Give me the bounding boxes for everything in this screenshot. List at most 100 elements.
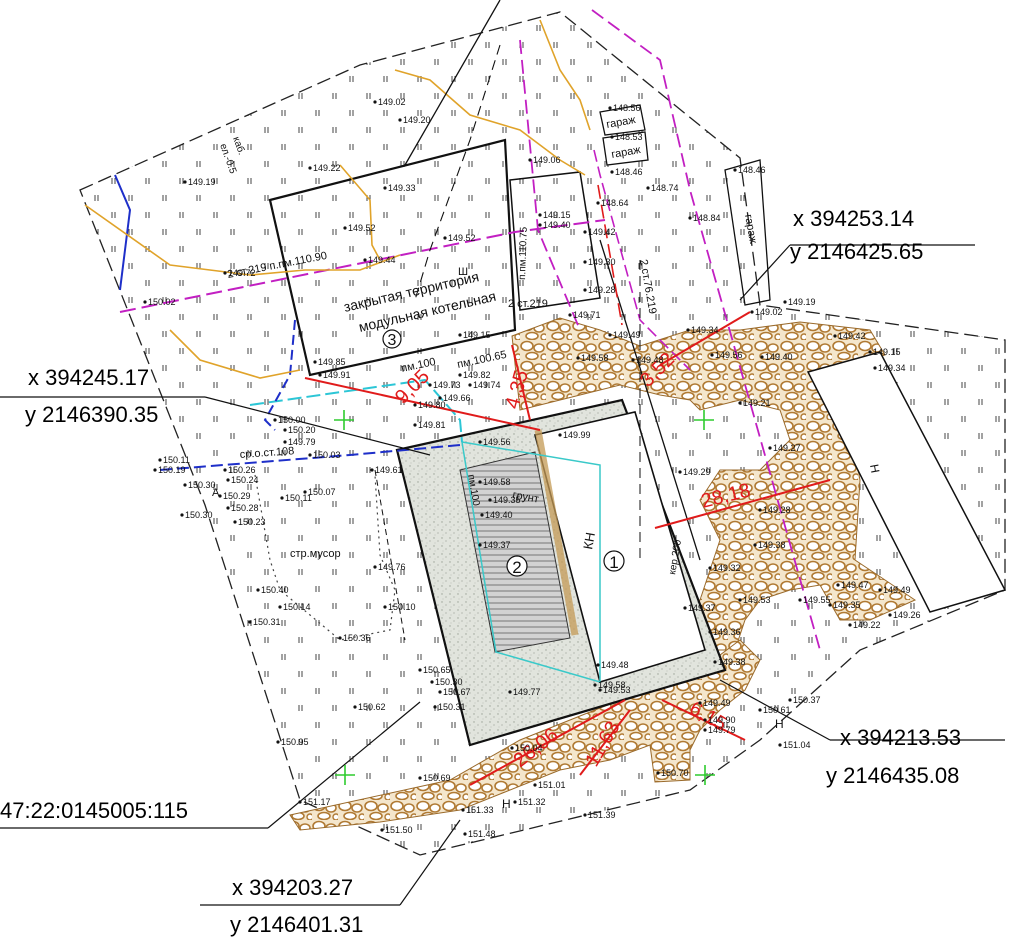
elevation-dot (533, 783, 537, 787)
elevation-dot (318, 373, 322, 377)
elevation-label: 149.15 (873, 347, 901, 357)
elevation-dot (598, 688, 602, 692)
elevation-dot (308, 166, 312, 170)
elevation-dot (708, 566, 712, 570)
elevation-dot (226, 506, 230, 510)
elevation-label: 149.34 (878, 363, 906, 373)
elevation-dot (183, 180, 187, 184)
elevation-dot (413, 403, 417, 407)
elevation-label: 150.00 (278, 415, 306, 425)
elevation-dot (458, 373, 462, 377)
elevation-dot (750, 310, 754, 314)
elevation-label: 149.40 (765, 352, 793, 362)
elevation-dot (753, 543, 757, 547)
elevation-dot (710, 353, 714, 357)
elevation-dot (610, 135, 614, 139)
elevation-label: 150.03 (313, 450, 341, 460)
elevation-dot (478, 440, 482, 444)
elevation-dot (430, 680, 434, 684)
elevation-label: 149.73 (433, 380, 461, 390)
elevation-label: 149.20 (403, 115, 431, 125)
elevation-dot (433, 705, 437, 709)
elevation-label: 149.21 (743, 398, 771, 408)
elevation-label: 149.40 (485, 510, 513, 520)
elevation-label: 149.47 (841, 580, 869, 590)
kn-label: КН (580, 531, 598, 550)
elevation-label: 149.42 (838, 331, 866, 341)
svg-text:Ш: Ш (458, 266, 468, 278)
elevation-label: 149.27 (773, 443, 801, 453)
control-markers (334, 410, 715, 785)
elevation-label: 149.02 (755, 307, 783, 317)
elevation-dot (226, 478, 230, 482)
coord-left-x: x 394245.17 (28, 365, 150, 390)
elevation-label: 150.40 (261, 585, 289, 595)
elevation-label: 151.33 (466, 805, 494, 815)
parcel-id: 47:22:0145005:115 (0, 798, 188, 823)
elevation-label: 148.84 (693, 213, 721, 223)
elevation-label: 150.95 (281, 737, 309, 747)
elevation-dot (678, 470, 682, 474)
elevation-label: 149.37 (688, 603, 716, 613)
num-1: 1 (609, 553, 618, 572)
elevation-label: 149.52 (348, 223, 376, 233)
elevation-dot (380, 828, 384, 832)
elevation-label: 151.17 (303, 797, 331, 807)
elevation-label: 150.67 (443, 687, 471, 697)
inner-block (509, 171, 601, 311)
elevation-dot (478, 480, 482, 484)
elevation-dot (703, 728, 707, 732)
elevation-dot (223, 468, 227, 472)
elevation-dot (738, 401, 742, 405)
elevation-dot (868, 350, 872, 354)
elevation-dot (608, 333, 612, 337)
elevation-dot (783, 300, 787, 304)
elevation-dot (418, 668, 422, 672)
elevation-label: 149.79 (708, 725, 736, 735)
elevation-label: 151.48 (468, 829, 496, 839)
elevation-label: 148.64 (601, 198, 629, 208)
elevation-label: 149.15 (463, 330, 491, 340)
elevation-dot (488, 498, 492, 502)
coord-right-bottom-y: y 2146435.08 (826, 763, 960, 788)
elevation-dot (596, 201, 600, 205)
elevation-dot (373, 565, 377, 569)
elevation-dot (596, 663, 600, 667)
dimension-lines (304, 184, 831, 786)
elevation-label: 149.38 (718, 657, 746, 667)
elevation-dot (646, 186, 650, 190)
grunt-label: грунт (511, 489, 539, 505)
elevation-dot (698, 701, 702, 705)
elevation-dot (428, 383, 432, 387)
elevation-dot (353, 705, 357, 709)
elevation-dot (583, 230, 587, 234)
elevation-label: 149.53 (603, 685, 631, 695)
elevation-dot (278, 605, 282, 609)
elevation-label: 150.20 (288, 425, 316, 435)
elevation-label: 151.04 (783, 740, 811, 750)
elevation-label: 150.30 (188, 480, 216, 490)
garage-top1 (599, 104, 646, 136)
elevation-dot (183, 483, 187, 487)
elevation-label: 149.19 (788, 297, 816, 307)
elevation-label: 149.28 (763, 505, 791, 515)
elevation-label: 150.70 (661, 768, 689, 778)
svg-text:2 ст.219: 2 ст.219 (508, 298, 548, 310)
elevation-label: 148.46 (738, 165, 766, 175)
elevation-dot (373, 100, 377, 104)
elevation-label: 148.46 (615, 167, 643, 177)
elevation-dot (480, 513, 484, 517)
num-3: 3 (388, 332, 397, 349)
elevation-label: 149.52 (448, 233, 476, 243)
elevation-label: 149.85 (318, 357, 346, 367)
elevation-label: 151.32 (518, 797, 546, 807)
elevation-label: 150.04 (515, 743, 543, 753)
elevation-dot (688, 216, 692, 220)
elevation-label: 149.40 (543, 220, 571, 230)
elevation-dot (686, 328, 690, 332)
elevation-dot (370, 468, 374, 472)
elevation-dot (888, 613, 892, 617)
elevation-dot (758, 508, 762, 512)
garage-far (724, 159, 771, 306)
garage-top2 (602, 131, 649, 166)
